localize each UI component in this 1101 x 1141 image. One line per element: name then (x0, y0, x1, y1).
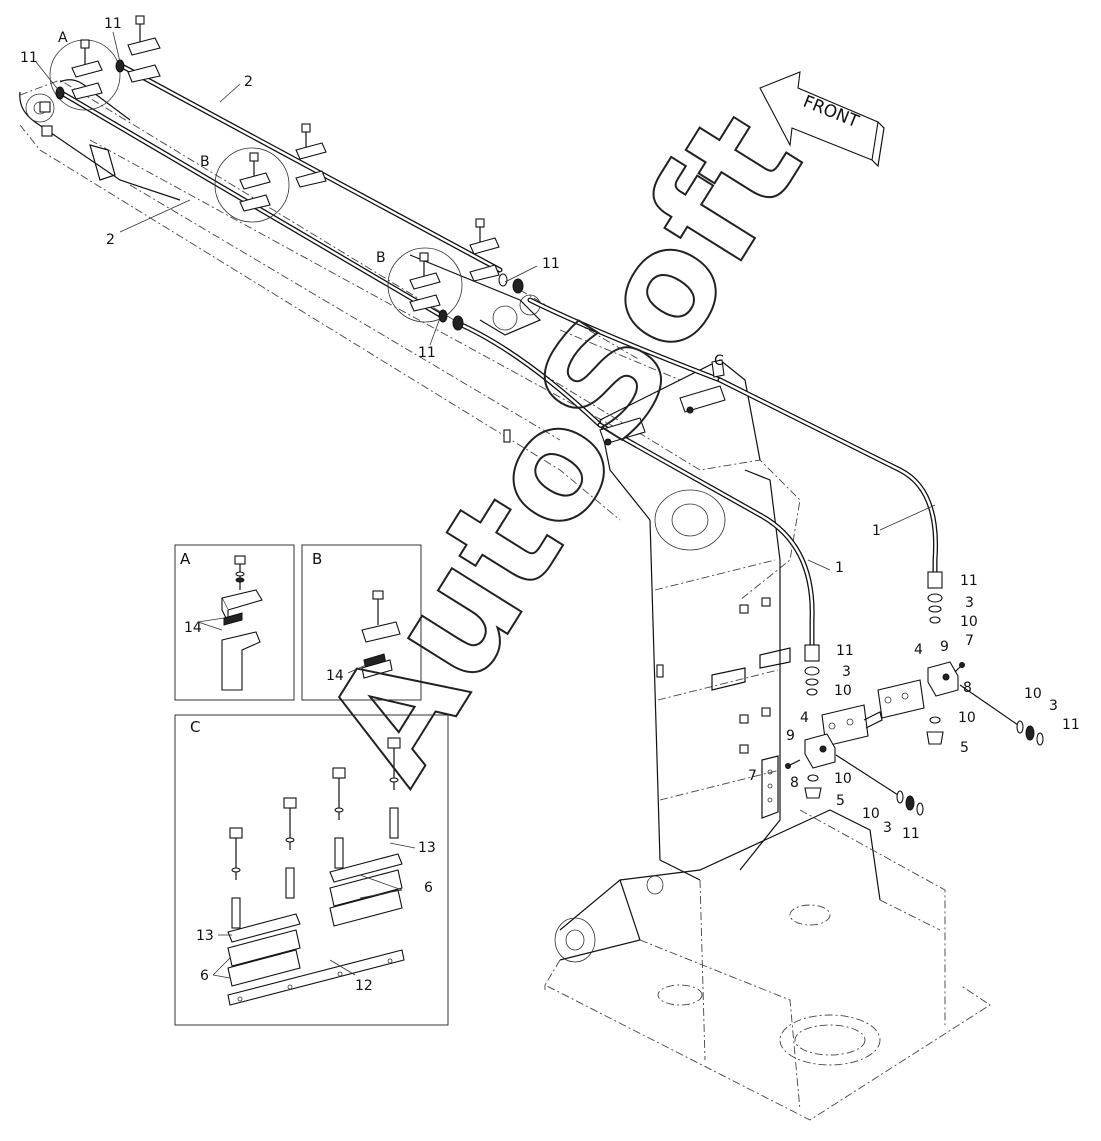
callout-label: 3 (842, 664, 851, 680)
callout-label: 3 (1049, 698, 1058, 714)
detail-a-letter: A (180, 550, 191, 568)
callout-label: 12 (355, 978, 373, 994)
callout-label: 10 (1024, 686, 1042, 702)
callout-label: 4 (800, 710, 809, 726)
bolt-2 (283, 797, 297, 899)
detail-marker-b: B (200, 154, 210, 170)
detail-box-c: C (174, 714, 449, 1026)
callout-label: 7 (965, 633, 974, 649)
callout-label: 9 (786, 728, 795, 744)
callout-label: 8 (790, 775, 799, 791)
callout-label: 11 (542, 256, 560, 272)
bolt-4 (387, 737, 401, 839)
callout-label: 11 (902, 826, 920, 842)
callout-label: 11 (960, 573, 978, 589)
callout-label: 11 (418, 345, 436, 361)
clamp-junction-c (599, 359, 726, 446)
valve-assembly-left (785, 644, 924, 816)
detail-marker-a: A (58, 30, 68, 46)
callout-label: 5 (836, 793, 845, 809)
callout-label: 11 (104, 16, 122, 32)
callout-label: 5 (960, 740, 969, 756)
callout-label: 3 (883, 820, 892, 836)
callout-label: 13 (196, 928, 214, 944)
detail-circles (49, 39, 463, 323)
callout-label: 6 (200, 968, 209, 984)
detail-marker-c: C (714, 353, 724, 369)
callout-label: 11 (20, 50, 38, 66)
callout-label: 8 (963, 680, 972, 696)
callout-label: 13 (418, 840, 436, 856)
callout-label: 2 (106, 232, 115, 248)
clamp-a-top (127, 15, 161, 83)
callout-label: 11 (836, 643, 854, 659)
callout-labels: 11 11 2 2 11 11 1 1 11 3 10 4 9 7 8 10 5… (20, 16, 1080, 994)
clamp-far-top (469, 218, 500, 282)
detail-box-a: A (174, 544, 295, 701)
callout-label: 10 (960, 614, 978, 630)
callout-label: 14 (326, 668, 344, 684)
leader-lines (35, 31, 936, 979)
callout-label: 1 (872, 523, 881, 539)
bolt-3 (332, 767, 346, 869)
callout-label: 11 (1062, 717, 1080, 733)
callout-label: 4 (914, 642, 923, 658)
boom-clamps (127, 15, 726, 446)
detail-circle-b2 (387, 247, 463, 323)
valve-assembly-right (821, 571, 1044, 747)
callout-label: 2 (244, 74, 253, 90)
detail-marker-b: B (376, 250, 386, 266)
detail-b-letter: B (312, 550, 322, 568)
callout-label: 10 (862, 806, 880, 822)
callout-label: 7 (748, 768, 757, 784)
clamp-b1 (239, 152, 271, 212)
callout-label: 14 (184, 620, 202, 636)
callout-label: 6 (424, 880, 433, 896)
clamp-mid-top (295, 123, 327, 188)
base-frame (544, 809, 991, 1121)
callout-label: 10 (958, 710, 976, 726)
callout-label: 3 (965, 595, 974, 611)
clamp-a (71, 39, 103, 100)
clamp-b2 (409, 252, 441, 312)
detail-markers: A B B C (58, 30, 724, 369)
detail-box-b: B (301, 544, 422, 701)
hoses (452, 297, 939, 648)
callout-label: 10 (834, 771, 852, 787)
bolt-1 (229, 827, 243, 929)
detail-c-letter: C (190, 718, 200, 736)
callout-label: 1 (835, 560, 844, 576)
pipe-fittings (55, 59, 524, 331)
detail-circle-b1 (214, 147, 290, 223)
callout-label: 9 (940, 639, 949, 655)
callout-label: 10 (834, 683, 852, 699)
watermark: AutoSoft (293, 84, 836, 809)
